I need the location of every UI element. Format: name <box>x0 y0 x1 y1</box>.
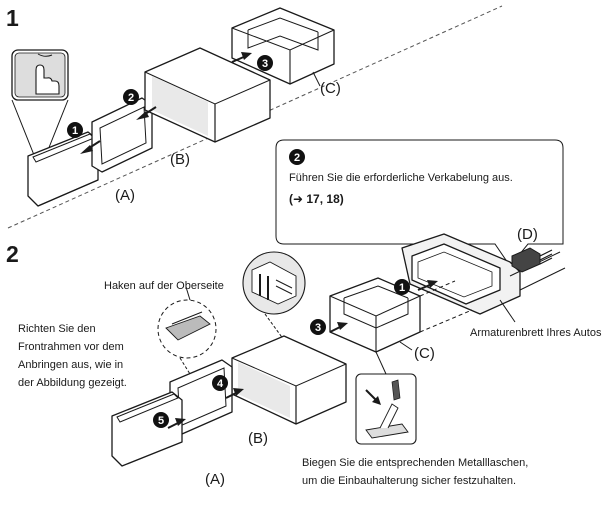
callout-text: Führen Sie die erforderliche Verkabelung… <box>289 172 513 184</box>
arrow-1-step3 <box>231 52 252 63</box>
arrow-2-step4 <box>225 388 244 399</box>
metal-tabs-detail <box>242 251 306 315</box>
svg-text:1: 1 <box>399 282 405 294</box>
arrow-1-step2 <box>136 106 157 120</box>
svg-text:2: 2 <box>128 92 134 104</box>
callout-reference: (➜ 17, 18) <box>289 192 344 206</box>
align-note-line3: Anbringen aus, wie in <box>18 359 123 371</box>
align-note-line4: der Abbildung gezeigt. <box>18 377 127 389</box>
step-badge-1-3: 3 <box>257 55 273 71</box>
dashboard-label: Armaturenbrett Ihres Autos <box>470 327 602 339</box>
label-b-1: (B) <box>170 151 190 168</box>
section-divider <box>7 5 503 229</box>
arrow-2-step3 <box>329 322 348 333</box>
label-a-2: (A) <box>205 471 225 488</box>
step-badge-1-2: 2 <box>123 89 139 105</box>
arrow-2-step5 <box>167 418 186 429</box>
mounting-box-1 <box>144 47 271 143</box>
svg-text:3: 3 <box>262 58 268 70</box>
arrow-2-step1 <box>417 280 438 291</box>
label-b-2: (B) <box>248 430 268 447</box>
step-badge-2-5: 5 <box>153 412 169 428</box>
svg-text:3: 3 <box>315 322 321 334</box>
hook-detail <box>157 299 217 359</box>
faceplate-a-2 <box>111 391 183 467</box>
car-dashboard <box>401 233 566 315</box>
step-badge-2-1: 1 <box>394 279 410 295</box>
finger-press-inset <box>11 49 69 161</box>
section2-step-number: 2 <box>6 241 19 267</box>
arrow-1-step1 <box>80 140 101 154</box>
mounting-box-2 <box>231 335 347 425</box>
hook-label: Haken auf der Oberseite <box>104 280 224 292</box>
step-badge-1-1: 1 <box>67 122 83 138</box>
svg-text:1: 1 <box>72 125 78 137</box>
tab-bending-inset <box>355 373 417 445</box>
faceplate-a-1 <box>27 131 99 207</box>
screwdriver-icon <box>391 379 401 401</box>
wiring-callout: 2 Führen Sie die erforderliche Verkabelu… <box>275 139 564 267</box>
svg-text:5: 5 <box>158 415 164 427</box>
finger-icon <box>35 64 60 95</box>
label-d: (D) <box>517 226 538 243</box>
section1-step-number: 1 <box>6 5 19 31</box>
svg-text:4: 4 <box>217 378 224 390</box>
label-c-2: (C) <box>414 345 435 362</box>
bend-note-line1: Biegen Sie die entsprechenden Metalllasc… <box>302 457 528 469</box>
trim-frame-b-1 <box>91 97 153 173</box>
wiring-connector-d <box>511 247 553 273</box>
bend-note-line2: um die Einbauhalterung sicher festzuhalt… <box>302 475 516 487</box>
align-note-line1: Richten Sie den <box>18 323 96 335</box>
step-badge-2-3: 3 <box>310 319 326 335</box>
label-c-1: (C) <box>320 80 341 97</box>
step-badge-2-4: 4 <box>212 375 228 391</box>
label-a-1: (A) <box>115 187 135 204</box>
align-note-line2: Frontrahmen vor dem <box>18 341 124 353</box>
svg-text:2: 2 <box>294 152 300 164</box>
